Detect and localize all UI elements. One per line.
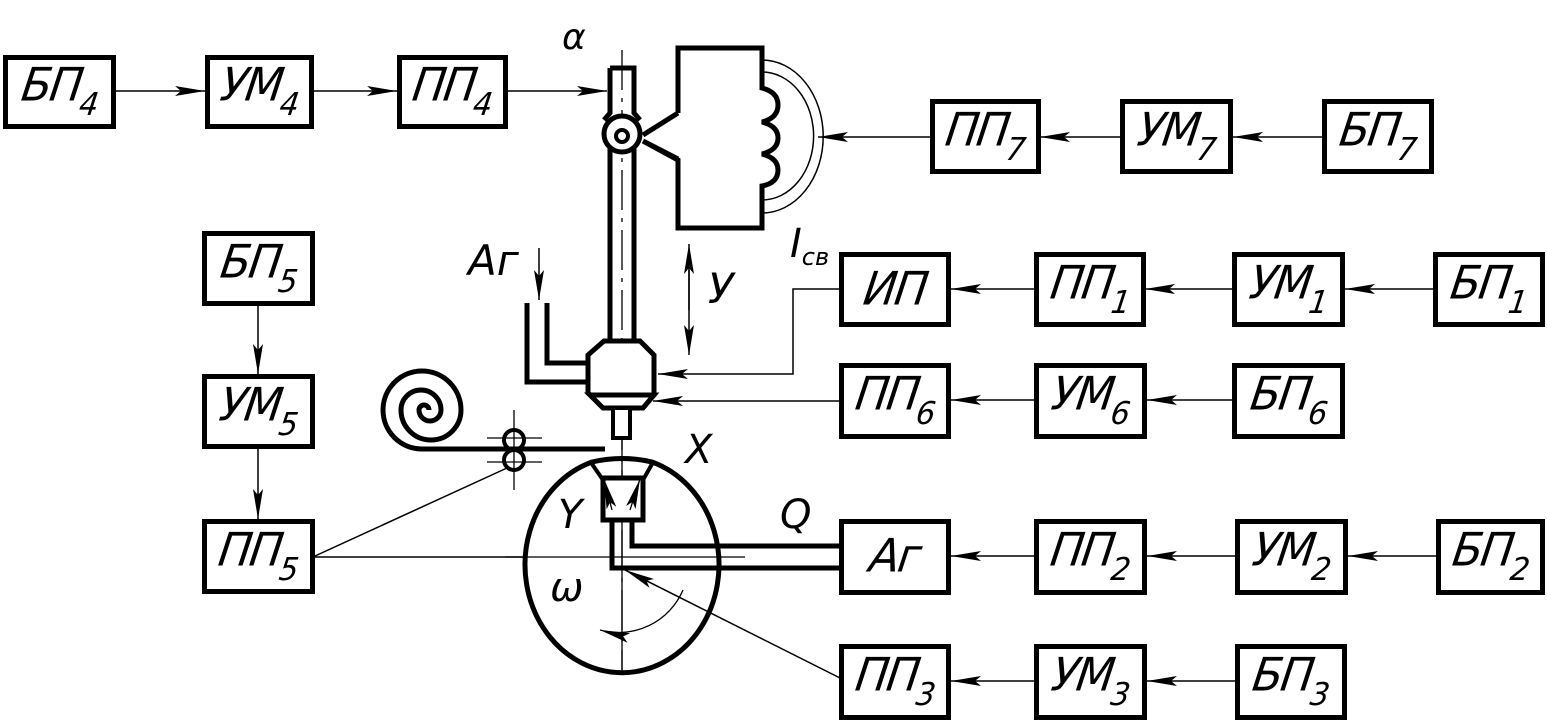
block-bp5-label: БП <box>217 234 284 289</box>
block-bp3-label: БП <box>1249 648 1317 702</box>
block-bp4: БП4 <box>3 55 116 129</box>
block-pp5-index: 5 <box>277 551 300 588</box>
wire-feed <box>380 368 605 490</box>
block-pp4: ПП4 <box>397 55 508 129</box>
torch-head <box>585 338 657 401</box>
argon-pipe <box>524 303 588 385</box>
block-um5-label: УМ <box>216 377 285 432</box>
block-pp2-label: ПП <box>1047 523 1118 577</box>
oscillator-arc-outer <box>761 59 824 214</box>
label-argon-inlet: Аг <box>468 236 519 285</box>
gas-flow-arrow-left <box>603 478 617 511</box>
block-bp2-index: 2 <box>1507 551 1530 589</box>
line-pp3-rotator <box>624 569 841 679</box>
gas-flow-arrow-right <box>626 478 641 511</box>
block-ar-label: Аг <box>866 529 924 584</box>
block-pp2-index: 2 <box>1109 551 1132 589</box>
block-bp2-label: БП <box>1449 523 1516 577</box>
label-weld-current-sub: св <box>801 243 830 271</box>
block-ip-label: ИП <box>860 262 930 316</box>
block-bp6-label: БП <box>1247 367 1314 421</box>
block-bp1-index: 1 <box>1506 284 1529 321</box>
block-pp6: ПП6 <box>839 363 951 439</box>
label-rotation: ω <box>550 565 584 611</box>
wire-spool <box>380 368 605 452</box>
label-axis-x: X <box>685 427 713 473</box>
block-bp1: БП1 <box>1433 252 1545 327</box>
block-um1: УМ1 <box>1232 252 1345 327</box>
rotator <box>505 440 845 676</box>
backing-gas-pipe <box>609 520 845 571</box>
label-weld-current-main: I <box>790 221 802 267</box>
block-ip: ИП <box>839 252 951 327</box>
block-pp5: ПП5 <box>202 519 315 594</box>
block-pp3: ПП3 <box>839 644 951 720</box>
line-ip-torch <box>658 288 840 379</box>
welding-torch <box>524 50 694 670</box>
torch-electrode <box>611 406 632 440</box>
block-pp7: ПП7 <box>930 99 1041 174</box>
block-um7-label: УМ <box>1134 102 1203 157</box>
block-bp7-index: 7 <box>1395 131 1418 168</box>
block-bp4-index: 4 <box>76 86 99 124</box>
label-axis-y: Y <box>558 492 583 538</box>
label-alpha: α <box>562 17 586 58</box>
block-pp1-label: ПП <box>1047 255 1117 310</box>
block-bp7: БП7 <box>1322 99 1434 174</box>
block-bp1-label: БП <box>1447 255 1515 310</box>
block-pp4-index: 4 <box>471 86 494 124</box>
block-bp5: БП5 <box>202 231 315 306</box>
block-pp4-label: ПП <box>409 58 480 112</box>
block-bp7-label: БП <box>1336 102 1404 157</box>
block-pp7-label: ПП <box>942 102 1013 157</box>
block-bp6-index: 6 <box>1305 395 1328 433</box>
block-um4: УМ4 <box>205 55 314 129</box>
block-pp1-index: 1 <box>1108 284 1131 321</box>
block-bp3: БП3 <box>1235 644 1347 720</box>
rotation-arc <box>599 589 684 643</box>
oscillator-body <box>641 45 781 231</box>
block-um2-label: УМ <box>1249 523 1318 577</box>
block-bp6: БП6 <box>1232 363 1345 439</box>
block-bp2: БП2 <box>1436 519 1545 595</box>
block-pp3-index: 3 <box>913 676 936 714</box>
block-ar: Аг <box>839 519 951 595</box>
block-pp2: ПП2 <box>1034 519 1147 595</box>
block-pp6-index: 6 <box>913 395 936 433</box>
block-bp5-index: 5 <box>275 263 298 300</box>
block-pp7-index: 7 <box>1004 131 1027 168</box>
block-um3: УМ3 <box>1034 644 1147 720</box>
block-bp3-index: 3 <box>1308 676 1331 714</box>
connectors <box>115 86 1437 686</box>
oscillator-arc-inner <box>761 71 815 201</box>
block-pp5-label: ПП <box>215 522 286 577</box>
block-um3-label: УМ <box>1048 648 1117 702</box>
torch-tube <box>602 65 642 340</box>
block-um5: УМ5 <box>202 374 315 449</box>
label-gas-flow: Q <box>780 492 812 538</box>
block-pp1: ПП1 <box>1034 252 1146 327</box>
rotator-disc <box>522 456 722 676</box>
block-um4-label: УМ <box>217 58 286 112</box>
torch-pivot-inner <box>614 128 630 144</box>
block-um2: УМ2 <box>1235 519 1348 595</box>
block-pp3-label: ПП <box>852 648 922 702</box>
block-um6-label: УМ <box>1048 367 1117 421</box>
block-um7: УМ7 <box>1120 99 1233 174</box>
block-bp4-label: БП <box>18 58 85 112</box>
label-vertical-motion: У <box>708 264 734 313</box>
line-pp5-rollers <box>314 467 508 557</box>
block-um1-label: УМ <box>1246 255 1315 310</box>
block-um6: УМ6 <box>1034 363 1147 439</box>
torch-nozzle-cone <box>583 392 660 411</box>
block-pp6-label: ПП <box>852 367 922 421</box>
oscillator <box>641 45 824 231</box>
label-weld-current: Iсв <box>790 224 829 269</box>
